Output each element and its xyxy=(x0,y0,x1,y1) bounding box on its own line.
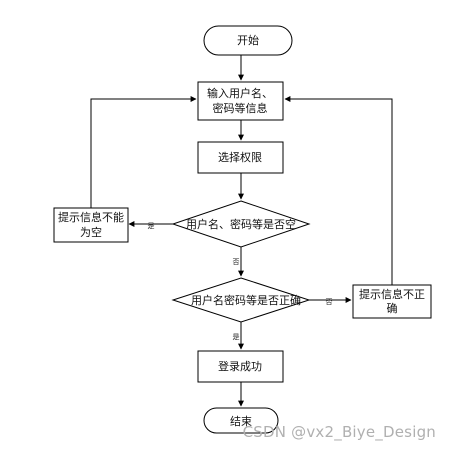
error-wrong-label-2: 确 xyxy=(387,302,398,315)
edge-correct-no-label: 否 xyxy=(326,298,333,306)
select-permission-label: 选择权限 xyxy=(218,150,262,164)
login-success-label: 登录成功 xyxy=(218,359,262,373)
edge-empty-no-label: 否 xyxy=(233,258,240,266)
edge-empty-error-loop xyxy=(90,96,197,208)
end-node xyxy=(203,407,279,434)
start-node-label: 开始 xyxy=(237,33,259,47)
login-success-node xyxy=(197,350,284,383)
input-credentials-label-1: 输入用户名、 xyxy=(207,86,273,100)
end-node-label: 结束 xyxy=(230,415,252,428)
edge-correct-yes-label: 是 xyxy=(233,333,240,341)
error-empty-label-2: 为空 xyxy=(80,225,102,239)
check-correct-label: 用户名密码等是否正确 xyxy=(191,293,301,307)
error-empty-label-1: 提示信息不能 xyxy=(58,210,124,224)
error-empty-node xyxy=(53,207,129,243)
input-credentials-node xyxy=(197,81,284,121)
watermark: CSDN @vx2_Biye_Design xyxy=(242,423,436,441)
check-empty-label: 用户名、密码等是否空 xyxy=(186,217,296,231)
edge-empty-yes-label: 是 xyxy=(148,222,155,230)
error-wrong-node xyxy=(352,284,432,319)
error-wrong-label-1: 提示信息不正 xyxy=(359,287,425,301)
start-node xyxy=(203,25,293,56)
input-credentials-label-2: 密码等信息 xyxy=(213,101,268,115)
edge-wrong-error-loop xyxy=(284,96,393,285)
